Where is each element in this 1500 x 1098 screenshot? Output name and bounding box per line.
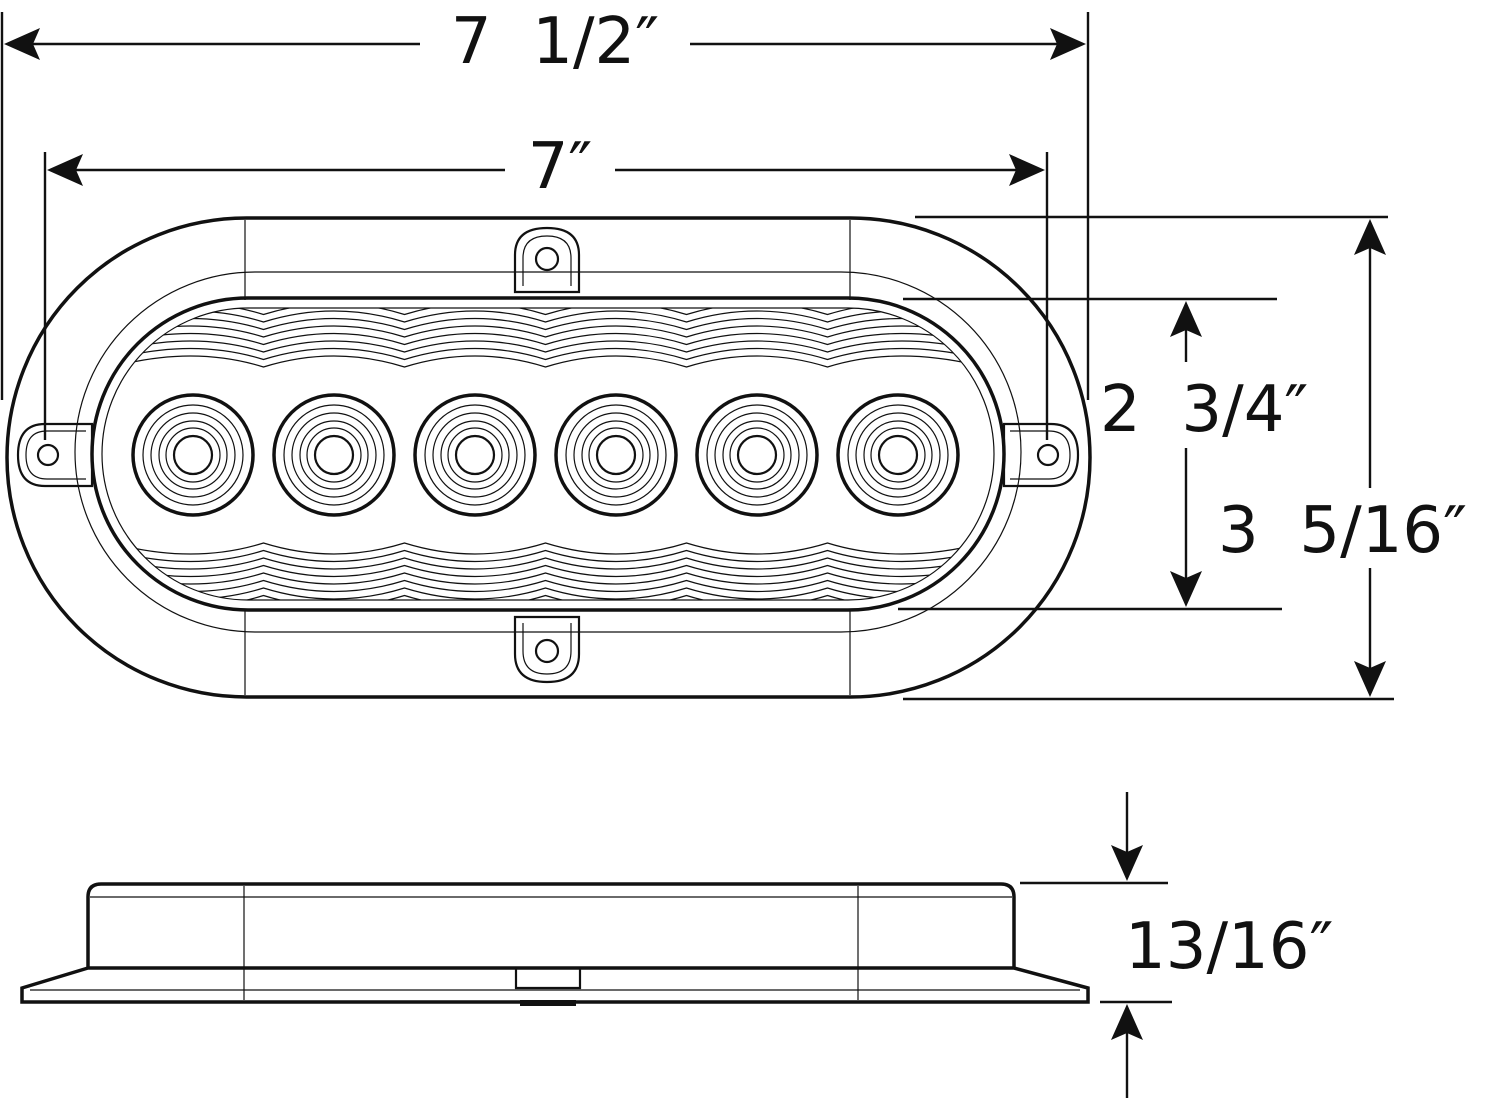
mounting-tab-top (513, 226, 581, 294)
lens-width-label: 7″ (528, 130, 593, 204)
mounting-tab-left (16, 422, 94, 488)
dimension-overall-width: 7 1/2″ (0, 5, 1090, 400)
dimension-lens-height: 2 3/4″ (898, 297, 1308, 611)
led-pod (413, 393, 537, 517)
overall-width-label: 7 1/2″ (451, 5, 659, 79)
lens-texture-line (111, 557, 985, 570)
dimension-overall-height: 3 5/16″ (903, 215, 1500, 701)
lens-height-label: 2 3/4″ (1100, 373, 1308, 447)
lens-texture-line (111, 549, 985, 563)
mounting-tab-right (1002, 422, 1080, 488)
lens-texture-line (111, 317, 985, 331)
top-view (5, 216, 1092, 699)
led-group (131, 393, 960, 517)
lens-texture-line (111, 347, 985, 361)
lens-texture-line (111, 572, 985, 585)
depth-label: 13/16″ (1125, 910, 1333, 984)
lens-texture-line (111, 308, 985, 316)
lens-texture (111, 308, 985, 600)
lens-texture-line (111, 564, 985, 578)
lens-texture-line (111, 355, 985, 368)
side-view (20, 882, 1090, 1006)
led-pod (836, 393, 960, 517)
dimension-depth: 13/16″ (1020, 792, 1333, 1098)
overall-height-label: 3 5/16″ (1218, 494, 1467, 568)
lens-texture-line (111, 310, 985, 323)
inner-flange (74, 271, 1022, 633)
dimension-lens-width: 7″ (43, 130, 1049, 440)
led-pod (272, 393, 396, 517)
outer-flange (5, 216, 1092, 699)
led-pod (695, 393, 819, 517)
lens-inner-edge (101, 307, 995, 601)
lens-texture-line (111, 579, 985, 593)
lens-texture-line (111, 340, 985, 353)
lens-texture-line (111, 325, 985, 338)
lens-texture-line (111, 587, 985, 600)
led-pod (554, 393, 678, 517)
mounting-tab-bottom (513, 615, 581, 684)
lens-texture-line (111, 594, 985, 600)
led-pod (131, 393, 255, 517)
lens-texture-line (111, 332, 985, 346)
lens-texture-line (111, 542, 985, 555)
